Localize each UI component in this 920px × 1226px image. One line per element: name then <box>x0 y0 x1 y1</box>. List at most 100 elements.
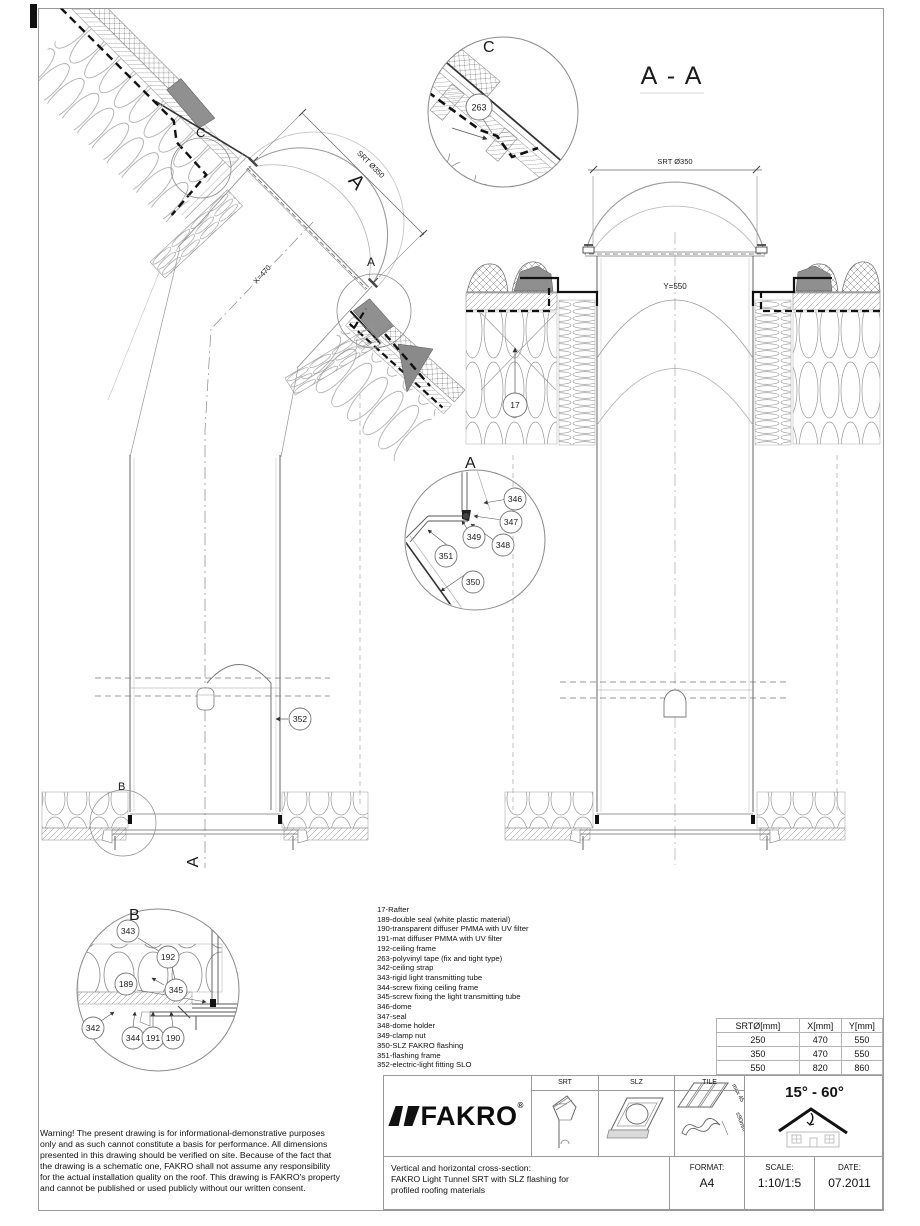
parts-list-item: 346-dome <box>377 1002 412 1012</box>
detail-c: 263 C <box>427 36 579 188</box>
cell: 470 <box>798 1046 842 1061</box>
col-header-y: Y[mm] <box>840 1018 884 1033</box>
left-cross-section: SRT Ø350 A X=470 C A <box>38 8 466 868</box>
parts-list-item: 344-screw fixing ceiling frame <box>377 982 479 992</box>
parts-list-item: 189-double seal (white plastic material) <box>377 914 511 924</box>
srt-tube-icon <box>552 1095 577 1148</box>
table-header-row: SRTØ[mm] X[mm] Y[mm] <box>716 1018 884 1033</box>
detail-b-callout <box>89 789 157 857</box>
right-cross-section: A - A SRT Ø350 Y=550 <box>465 62 881 865</box>
warning-note: Warning! The present drawing is for info… <box>40 1128 340 1193</box>
title-block: FAKRO® SRT SLZ TILE max 45 ≤90mm <box>383 1075 884 1211</box>
table-row: 250 470 550 <box>716 1032 884 1047</box>
balloon-349-label: 349 <box>467 532 481 542</box>
right-dim-diameter: SRT Ø350 <box>657 157 692 166</box>
cell: 550 <box>716 1060 800 1075</box>
dimensions-table: SRTØ[mm] X[mm] Y[mm] 250 470 550 350 470… <box>716 1018 884 1075</box>
parts-list-item: 343-rigid light transmitting tube <box>377 972 483 982</box>
tile-profile-icon: max 45 ≤90mm <box>677 1082 747 1136</box>
parts-list-item: 192-ceiling frame <box>377 943 436 953</box>
scale-label: SCALE: <box>765 1163 794 1172</box>
cell: 250 <box>716 1032 800 1047</box>
balloon-350-label: 350 <box>466 577 480 587</box>
balloon-352-label: 352 <box>293 714 307 724</box>
balloon-190 <box>161 1026 185 1050</box>
balloon-348 <box>491 533 515 557</box>
balloon-346-label: 346 <box>508 494 522 504</box>
table-row: 350 470 550 <box>716 1046 884 1061</box>
col-header-srt: SRTØ[mm] <box>716 1018 800 1033</box>
balloon-343 <box>116 919 140 943</box>
balloon-351-label: 351 <box>439 551 453 561</box>
detail-b-title: B <box>129 907 140 924</box>
left-dim-length: X=470 <box>251 263 272 285</box>
balloon-17-label: 17 <box>510 400 520 410</box>
brand-name: FAKRO <box>420 1100 518 1131</box>
srt-product-cell: SRT <box>531 1076 598 1156</box>
parts-list: 17-Rafter 189-double seal (white plastic… <box>377 905 707 1070</box>
section-mark-a: A <box>185 856 202 867</box>
balloon-346 <box>503 487 527 511</box>
format-label: FORMAT: <box>689 1163 725 1172</box>
drawing-description: Vertical and horizontal cross-section: F… <box>384 1156 669 1211</box>
balloon-342-label: 342 <box>86 1023 100 1033</box>
balloon-192-label: 192 <box>161 952 175 962</box>
tile-roofing-cell: TILE max 45 ≤90mm <box>674 1076 747 1156</box>
parts-list-item: 263-polyvinyl tape (fix and tight type) <box>377 953 503 963</box>
description-line: profiled roofing materials <box>391 1185 486 1195</box>
balloon-351 <box>434 544 458 568</box>
detail-b: 343 192 189 345 342 344 191 190 B <box>76 907 240 1072</box>
tile-note-90mm: ≤90mm <box>734 1112 744 1133</box>
scale-cell: SCALE: 1:10/1:5 <box>744 1156 814 1211</box>
parts-list-item: 349-clamp nut <box>377 1031 426 1041</box>
parts-list-item: 350-SLZ FAKRO flashing <box>377 1040 464 1050</box>
sheet-border <box>38 8 884 1211</box>
slz-product-cell: SLZ <box>598 1076 674 1156</box>
balloon-342 <box>81 1016 105 1040</box>
left-section-arrow-label: A <box>344 170 370 195</box>
balloon-263-label: 263 <box>471 103 486 113</box>
roof-pitch-cell: 15° - 60° <box>744 1076 884 1156</box>
section-title: A - A <box>641 62 704 90</box>
parts-list-item: 342-ceiling strap <box>377 963 434 973</box>
balloon-263 <box>465 93 493 121</box>
parts-list-item: 191-mat diffuser PMMA with UV filter <box>377 934 503 944</box>
col-header-x: X[mm] <box>798 1018 842 1033</box>
parts-list-item: 347-seal <box>377 1011 407 1021</box>
balloon-192 <box>156 945 180 969</box>
balloon-189 <box>114 972 138 996</box>
detail-c-callout-label: C <box>196 125 205 140</box>
description-line: Vertical and horizontal cross-section: <box>391 1163 531 1173</box>
cell: 820 <box>798 1060 842 1075</box>
format-cell: FORMAT: A4 <box>669 1156 744 1211</box>
balloon-344-label: 344 <box>126 1033 140 1043</box>
brand-logo: FAKRO® <box>384 1076 531 1156</box>
balloon-345-label: 345 <box>169 985 183 995</box>
detail-b-callout-label: B <box>118 781 125 793</box>
date-cell: DATE: 07.2011 <box>814 1156 884 1211</box>
cell: 550 <box>840 1046 884 1061</box>
cell: 550 <box>840 1032 884 1047</box>
parts-list-item: 351-flashing frame <box>377 1050 441 1060</box>
table-row: 550 820 860 <box>716 1060 884 1075</box>
balloon-17 <box>502 392 528 418</box>
parts-list-item: 345-screw fixing the light transmitting … <box>377 992 521 1002</box>
corner-mark <box>30 4 37 28</box>
balloon-189-label: 189 <box>119 979 133 989</box>
roof-pitch-range: 15° - 60° <box>785 1084 844 1101</box>
detail-a-title: A <box>465 455 476 472</box>
balloon-347-label: 347 <box>504 517 518 527</box>
date-label: DATE: <box>838 1163 861 1172</box>
parts-list-item: 348-dome holder <box>377 1021 436 1031</box>
detail-a-callout <box>336 273 412 349</box>
house-pitch-icon <box>778 1107 848 1148</box>
description-line: FAKRO Light Tunnel SRT with SLZ flashing… <box>391 1174 569 1184</box>
slz-label: SLZ <box>599 1076 674 1091</box>
cell: 350 <box>716 1046 800 1061</box>
balloon-348-label: 348 <box>496 540 510 550</box>
balloon-191-label: 191 <box>146 1033 160 1043</box>
date-value: 07.2011 <box>828 1176 871 1190</box>
parts-list-item: 352-electric-light fitting SLO <box>377 1060 472 1070</box>
